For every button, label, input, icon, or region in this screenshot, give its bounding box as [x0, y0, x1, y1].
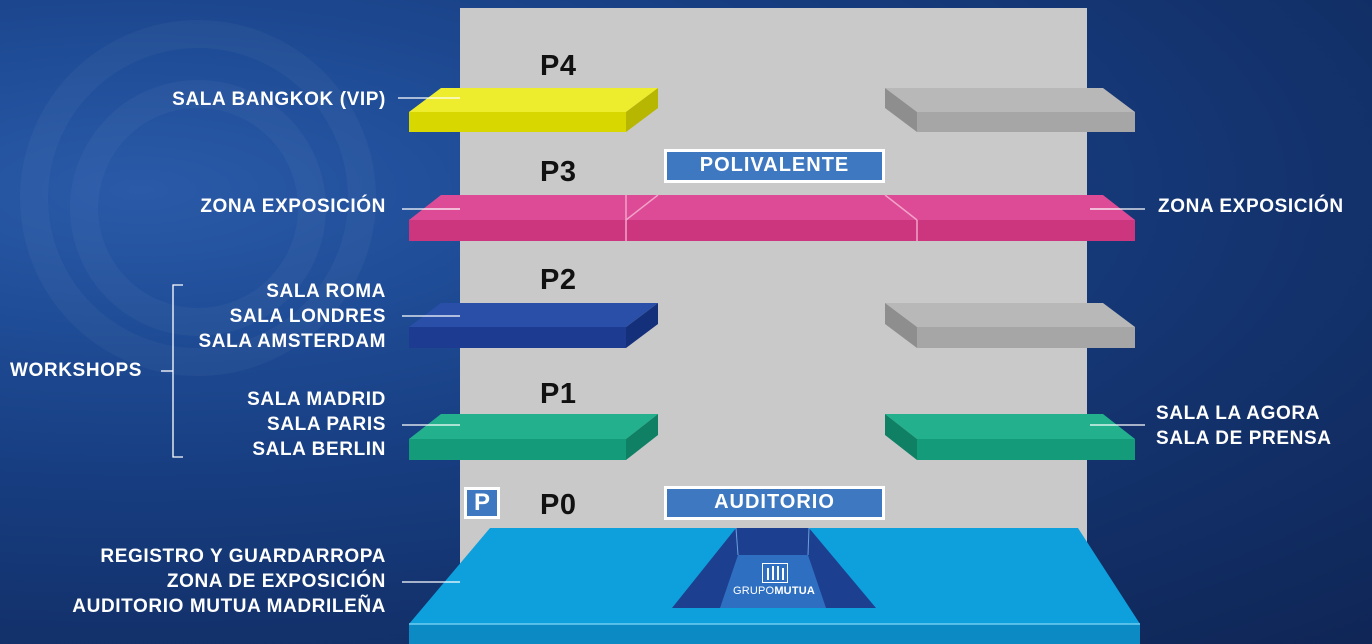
auditorio-tag: AUDITORIO — [664, 486, 885, 520]
label-registro: REGISTRO Y GUARDARROPA — [100, 546, 386, 567]
label-sala-londres: SALA LONDRES — [229, 306, 386, 327]
label-auditorio-mutua: AUDITORIO MUTUA MADRILEÑA — [72, 596, 386, 617]
brand-prefix: GRUPO — [732, 585, 775, 597]
label-sala-la-agora: SALA LA AGORA — [1156, 403, 1321, 424]
floor-label-p0: P0 — [540, 489, 577, 521]
label-workshops: WORKSHOPS — [10, 360, 143, 381]
floor-label-p3: P3 — [540, 156, 577, 188]
p2-right-slab — [885, 303, 1135, 348]
label-zona-exposicion-left: ZONA EXPOSICIÓN — [200, 196, 386, 217]
label-sala-madrid: SALA MADRID — [247, 389, 386, 410]
grupo-mutua-brand: GRUPOMUTUA — [722, 585, 826, 597]
p4-left-slab — [409, 88, 658, 132]
floor-label-p1: P1 — [540, 378, 577, 410]
p3-slab — [409, 194, 1135, 241]
grupo-mutua-logo-icon — [762, 563, 788, 583]
label-sala-roma: SALA ROMA — [266, 281, 386, 302]
p1-left-slab — [409, 414, 658, 460]
label-sala-amsterdam: SALA AMSTERDAM — [198, 331, 386, 352]
floor-label-p4: P4 — [540, 50, 577, 82]
p4-right-slab — [885, 88, 1135, 132]
polivalente-tag: POLIVALENTE — [664, 149, 885, 183]
label-sala-de-prensa: SALA DE PRENSA — [1156, 428, 1332, 449]
auditorium-pit — [672, 527, 876, 608]
parking-icon: P — [464, 487, 500, 519]
brand-name: MUTUA — [774, 585, 816, 597]
label-sala-paris: SALA PARIS — [267, 414, 386, 435]
label-zona-exposicion-right: ZONA EXPOSICIÓN — [1158, 196, 1344, 217]
label-zona-de-exposicion: ZONA DE EXPOSICIÓN — [166, 571, 386, 592]
label-sala-bangkok: SALA BANGKOK (VIP) — [172, 89, 386, 110]
floor-label-p2: P2 — [540, 264, 577, 296]
p2-left-slab — [409, 303, 658, 348]
leader-lines — [161, 97, 1145, 583]
p1-right-slab — [885, 414, 1135, 460]
label-sala-berlin: SALA BERLIN — [252, 439, 386, 460]
